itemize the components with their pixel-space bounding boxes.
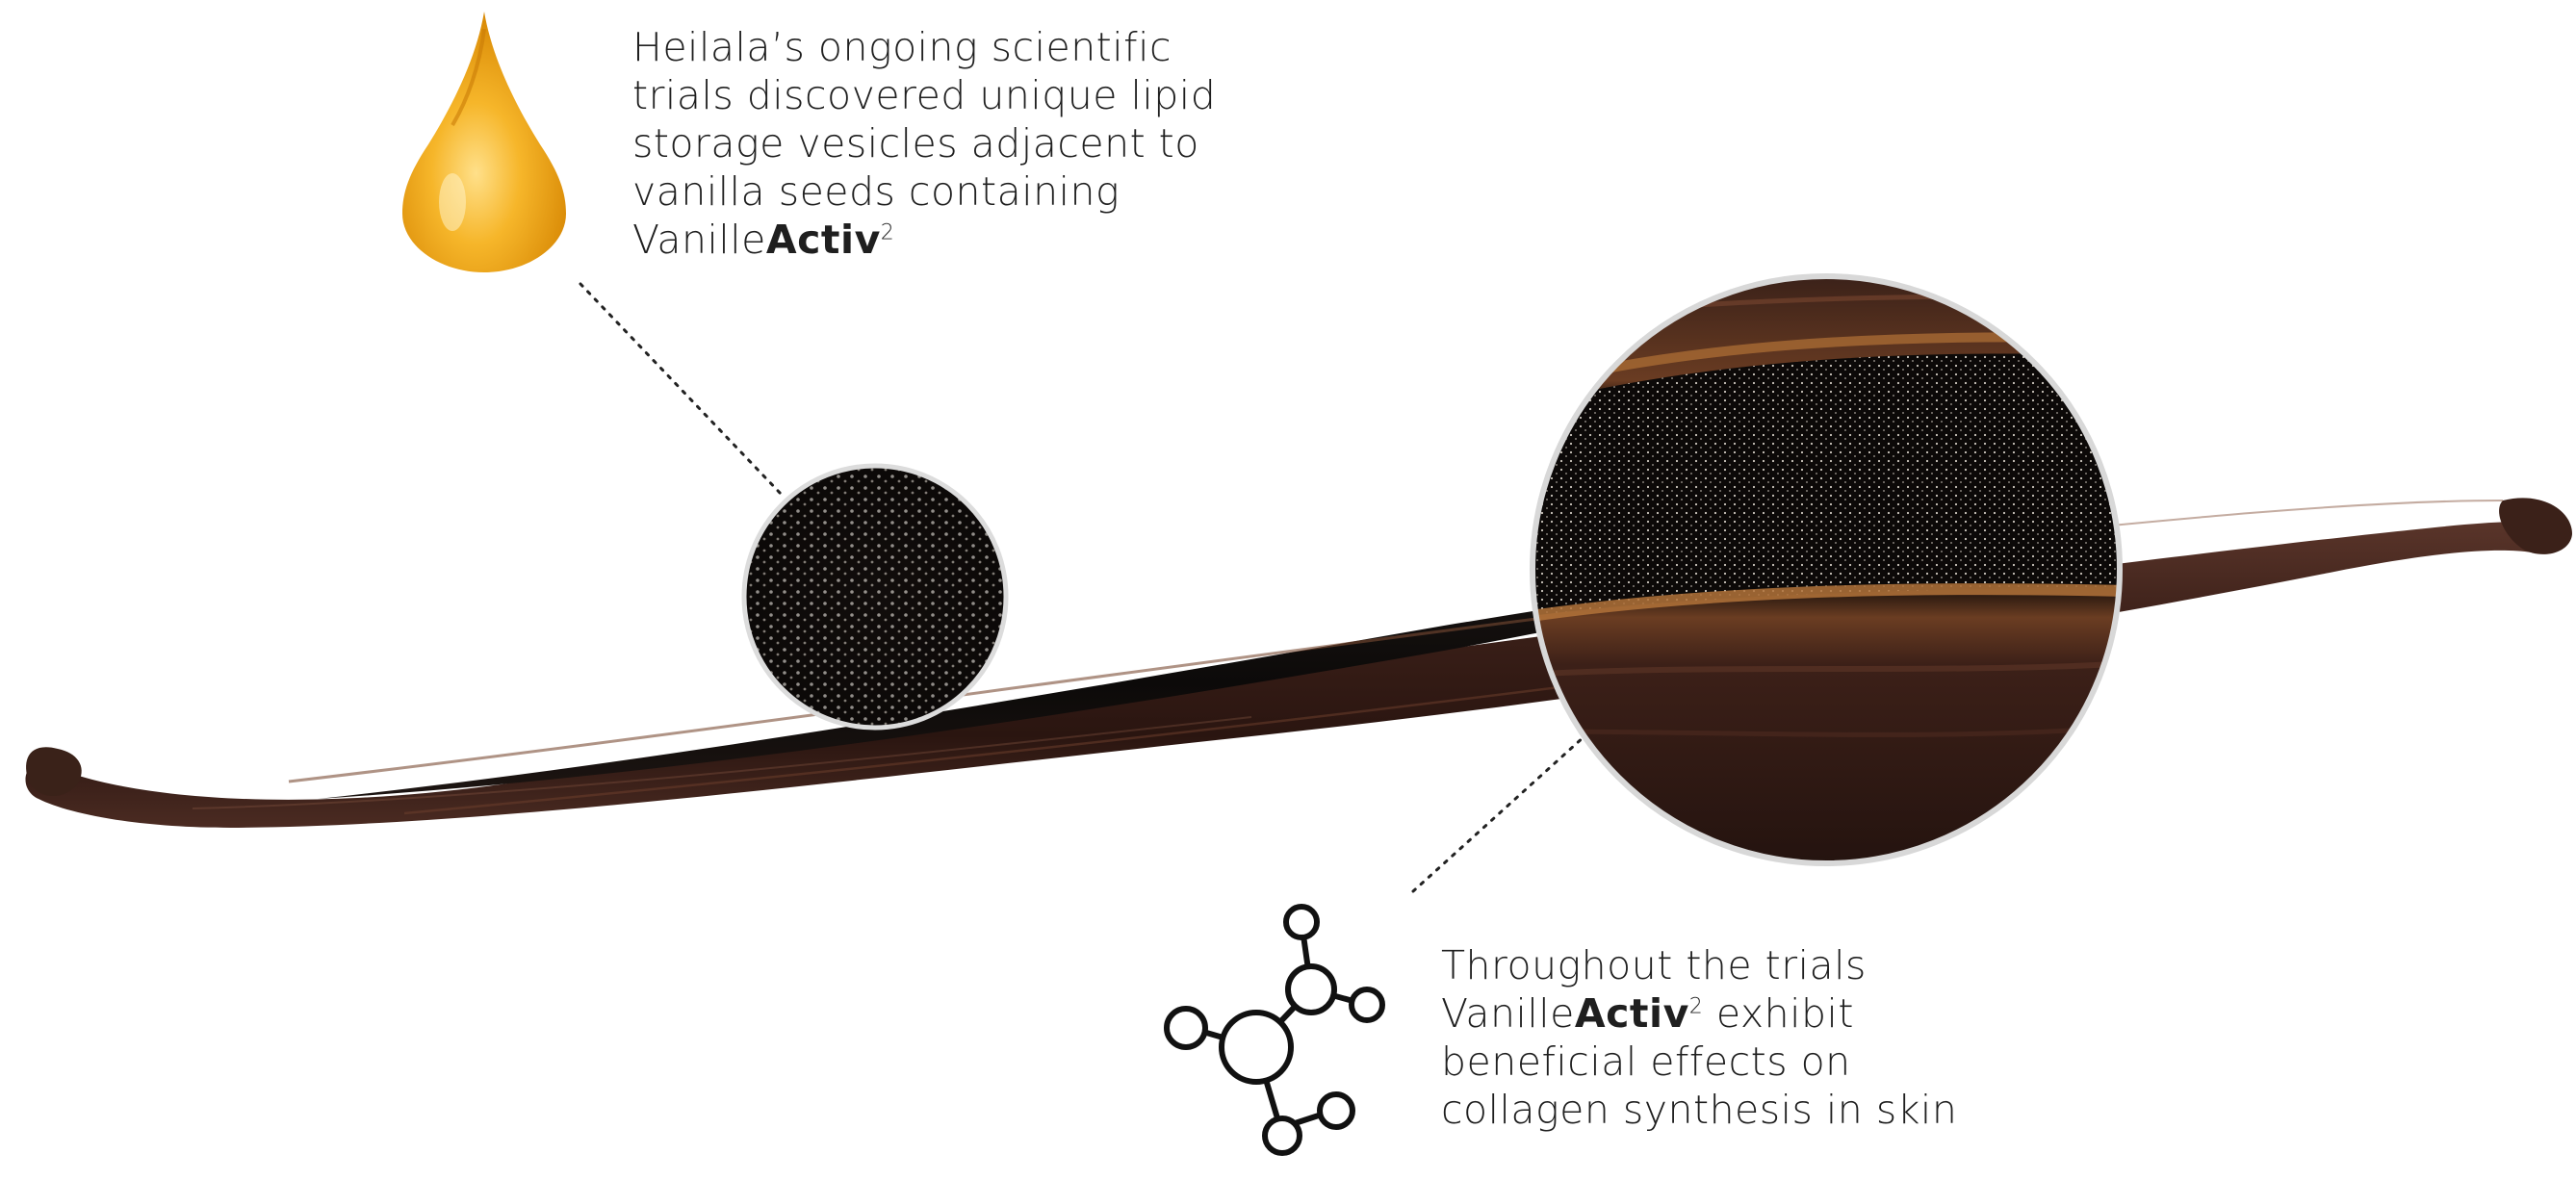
caption-top-line-1: Heilala’s ongoing scientific: [632, 24, 1172, 70]
caption-top-line-3: storage vesicles adjacent to: [632, 120, 1199, 167]
molecule-icon: [1164, 904, 1385, 1156]
leader-line-top: [579, 282, 784, 497]
caption-bottom-line-2-rest: exhibit: [1703, 990, 1854, 1037]
oil-drop-icon: [402, 12, 566, 272]
caption-top-line-4: vanilla seeds containing: [632, 168, 1121, 215]
caption-top-line-2: trials discovered unique lipid: [632, 72, 1217, 118]
leader-line-bottom: [1411, 734, 1586, 893]
brand-superscript: 2: [1688, 994, 1704, 1019]
brand-bold: Activ: [1574, 990, 1689, 1037]
caption-lipid-vesicles: Heilala’s ongoing scientific trials disc…: [632, 23, 1216, 264]
caption-bottom-line-1: Throughout the trials: [1441, 942, 1867, 988]
vanilla-bean: [25, 498, 2572, 828]
caption-bottom-line-2: VanilleActiv2 exhibit: [1441, 989, 1957, 1038]
brand-bold: Activ: [765, 217, 881, 263]
caption-bottom-line-3: beneficial effects on: [1441, 1039, 1851, 1085]
caption-collagen-effects: Throughout the trials VanilleActiv2 exhi…: [1441, 941, 1957, 1134]
caption-bottom-line-4: collagen synthesis in skin: [1441, 1087, 1958, 1133]
brand-plain: Vanille: [1441, 990, 1575, 1037]
small-magnifier-lens: [741, 463, 1009, 731]
caption-top-brand: VanilleActiv2: [632, 216, 1216, 264]
brand-plain: Vanille: [632, 217, 766, 263]
large-magnifier-lens: [1530, 273, 2123, 866]
brand-superscript: 2: [880, 220, 895, 245]
